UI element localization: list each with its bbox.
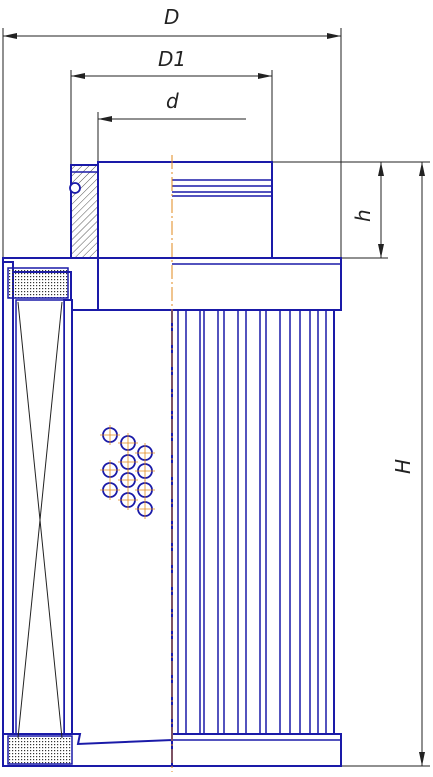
potting — [7, 267, 73, 765]
dimension-arrows — [3, 33, 425, 766]
inner-tube — [63, 299, 73, 741]
o-ring-seal — [69, 182, 81, 194]
dim-label-H: H — [391, 459, 415, 474]
dim-label-d: d — [166, 89, 179, 113]
perforation-centerlines — [100, 425, 155, 519]
dim-label-h: h — [351, 209, 375, 222]
media-cross — [17, 301, 63, 739]
outer-shell — [2, 261, 14, 767]
dimension-lines — [2, 28, 430, 767]
neck — [97, 161, 273, 259]
bottom-cap — [171, 733, 342, 767]
pleated-body — [171, 309, 335, 735]
dim-label-D: D — [164, 5, 179, 29]
top-flange — [97, 257, 342, 311]
exterior-view — [97, 161, 342, 767]
dim-label-D1: D1 — [158, 47, 186, 71]
pleats — [177, 310, 327, 734]
